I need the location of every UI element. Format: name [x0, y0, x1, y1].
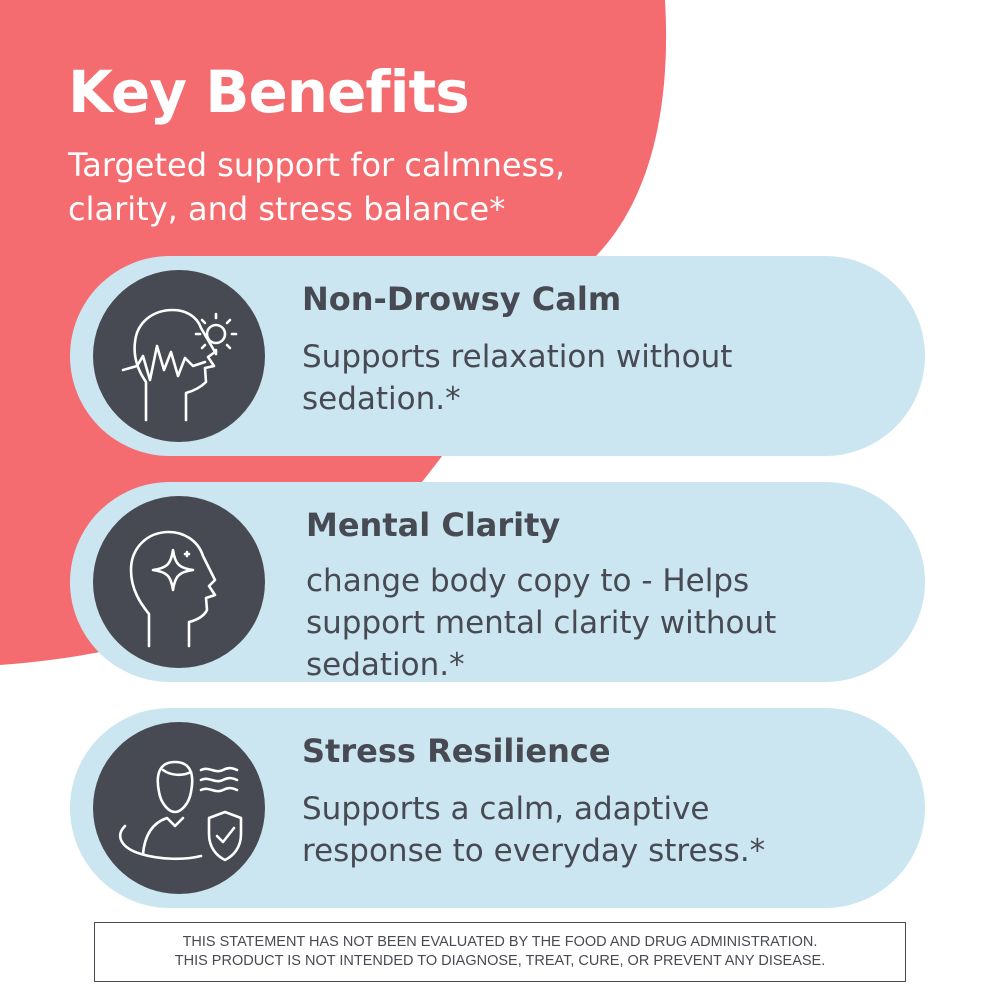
benefit-text: change body copy to - Helps support ment…: [306, 563, 777, 683]
benefit-title: Mental Clarity: [306, 506, 561, 544]
head-sparkle-icon: [93, 496, 265, 668]
benefit-text: Supports a calm, adaptive response to ev…: [302, 791, 766, 869]
benefit-card-mental-clarity: Mental Clarity change body copy to - Hel…: [70, 482, 925, 683]
page-subtitle: Targeted support for calmness, clarity, …: [68, 146, 566, 228]
person-shield-icon: [93, 722, 265, 894]
benefit-title: Stress Resilience: [302, 732, 611, 770]
page-title: Key Benefits: [68, 58, 470, 126]
fda-disclaimer: THIS STATEMENT HAS NOT BEEN EVALUATED BY…: [94, 922, 906, 982]
benefit-title: Non-Drowsy Calm: [302, 280, 622, 318]
benefit-text: Supports relaxation without sedation.*: [302, 339, 733, 417]
benefit-card-stress-resilience: Stress Resilience Supports a calm, adapt…: [70, 708, 925, 908]
disclaimer-line: THIS PRODUCT IS NOT INTENDED TO DIAGNOSE…: [174, 953, 826, 969]
disclaimer-line: THIS STATEMENT HAS NOT BEEN EVALUATED BY…: [182, 934, 818, 950]
head-sun-wave-icon: [93, 270, 265, 442]
benefit-card-non-drowsy-calm: Non-Drowsy Calm Supports relaxation with…: [70, 256, 925, 456]
